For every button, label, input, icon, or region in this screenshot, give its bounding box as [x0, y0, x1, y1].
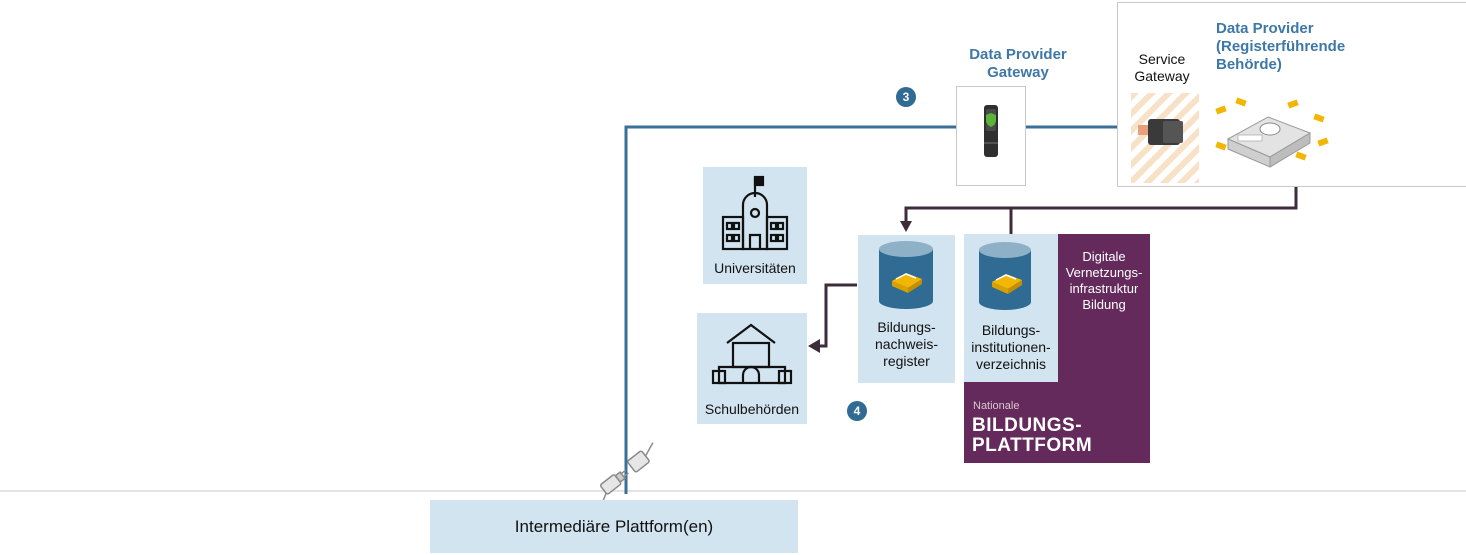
intermediaere-plattform-box[interactable]: Intermediäre Plattform(en): [430, 500, 798, 553]
data-provider-title-line1: Data Provider: [1216, 20, 1314, 37]
platform-side-line3: infrastruktur: [1069, 281, 1139, 296]
data-provider-title: Data Provider (Registerführende Behörde): [1216, 20, 1456, 74]
service-gateway-icon: [1138, 119, 1183, 145]
dark-flow-arrowhead-down: [900, 221, 912, 232]
universitaeten-label: Universitäten: [714, 260, 796, 276]
data-provider-title-line2: (Registerführende: [1216, 38, 1346, 55]
university-building-icon: [721, 175, 789, 251]
universitaeten-box[interactable]: Universitäten: [703, 167, 807, 284]
platform-logo: BILDUNGS- PLATTFORM: [972, 416, 1092, 456]
gateway-box[interactable]: [956, 86, 1026, 186]
institutionen-line1: Bildungs-: [981, 322, 1041, 338]
platform-side-line4: Bildung: [1082, 297, 1126, 312]
platform-side-line2: Vernetzungs-: [1065, 265, 1143, 280]
platform-logo-small: Nationale: [973, 400, 1020, 412]
gateway-title-line1: Data Provider: [969, 46, 1067, 63]
platform-logo-line2: PLATTFORM: [972, 435, 1093, 456]
service-gateway-label: Service Gateway: [1128, 51, 1196, 85]
bildungsinstitutionenverzeichnis-box[interactable]: Bildungs- institutionen- verzeichnis: [964, 234, 1058, 382]
platform-side-line1: Digitale: [1082, 249, 1126, 264]
gateway-title: Data Provider Gateway: [938, 46, 1098, 82]
nachweisregister-line2: nachweis-: [874, 336, 939, 352]
database-folder-icon-2: [979, 242, 1031, 310]
institutionen-line3: verzeichnis: [975, 356, 1047, 372]
gateway-title-line2: Gateway: [987, 64, 1049, 81]
school-authority-icon: [711, 323, 793, 385]
registry-to-school-arrowhead: [808, 339, 820, 353]
register-server-icon: [1215, 97, 1329, 168]
nachweisregister-line3: register: [883, 353, 930, 369]
bildungsnachweisregister-box[interactable]: Bildungs- nachweis- register: [858, 235, 955, 383]
schulbehoerden-box[interactable]: Schulbehörden: [697, 313, 807, 424]
institutionen-line2: institutionen-: [971, 339, 1051, 355]
platform-side-label: Digitale Vernetzungs- infrastruktur Bild…: [1058, 249, 1150, 313]
registry-to-school-line: [818, 283, 857, 348]
schulbehoerden-label: Schulbehörden: [704, 401, 800, 417]
service-gateway-line2: Gateway: [1134, 68, 1190, 84]
platform-logo-line1: BILDUNGS-: [972, 415, 1083, 436]
bildungsnachweisregister-label: Bildungs- nachweis- register: [858, 319, 955, 370]
intermediaere-plattform-label: Intermediäre Plattform(en): [514, 517, 714, 536]
nachweisregister-line1: Bildungs-: [877, 319, 936, 335]
database-folder-icon: [879, 241, 933, 309]
step-3-badge: 3: [896, 87, 916, 107]
data-provider-title-line3: Behörde): [1216, 56, 1282, 73]
service-gateway-line1: Service: [1138, 51, 1186, 67]
dark-flow-line: [904, 180, 1298, 222]
step-4-badge: 4: [847, 401, 867, 421]
data-provider-box[interactable]: Service Gateway Data Provider (Registerf…: [1117, 2, 1466, 187]
bildungsinstitutionenverzeichnis-label: Bildungs- institutionen- verzeichnis: [964, 322, 1058, 373]
gateway-device-icon: [984, 105, 998, 157]
